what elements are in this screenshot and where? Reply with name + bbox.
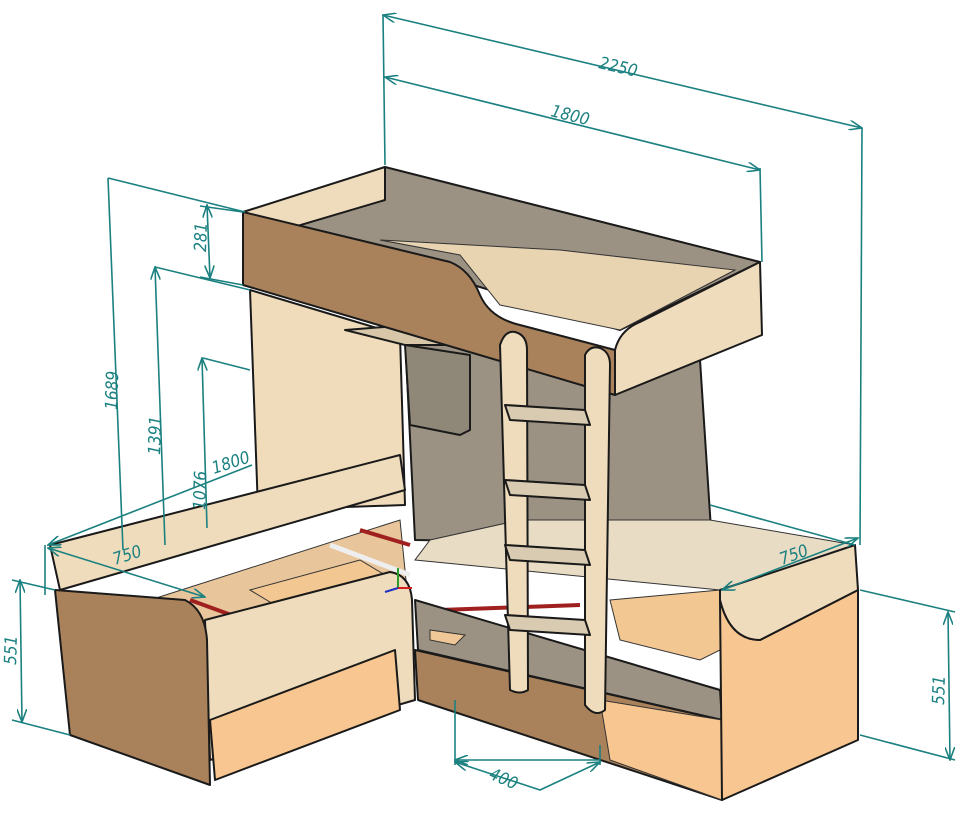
dim-lower-left-height: 551 bbox=[1, 635, 22, 665]
dim-upper-bottom-height: 1076 bbox=[190, 470, 211, 510]
dim-overall-length: 2250 bbox=[597, 53, 639, 81]
dim-overall-height: 1689 bbox=[102, 371, 123, 411]
upper-bunk bbox=[242, 166, 763, 396]
dim-drawer-depth: 400 bbox=[486, 764, 521, 794]
dim-upper-rail-height: 281 bbox=[191, 222, 212, 252]
ladder[interactable] bbox=[499, 330, 611, 715]
axis-triad-icon bbox=[384, 568, 412, 593]
dimension-lines bbox=[11, 15, 956, 791]
dim-lower-right-height: 551 bbox=[929, 675, 950, 705]
dim-upper-bed-length: 1800 bbox=[549, 101, 592, 130]
dim-upper-top-height: 1391 bbox=[145, 416, 166, 456]
